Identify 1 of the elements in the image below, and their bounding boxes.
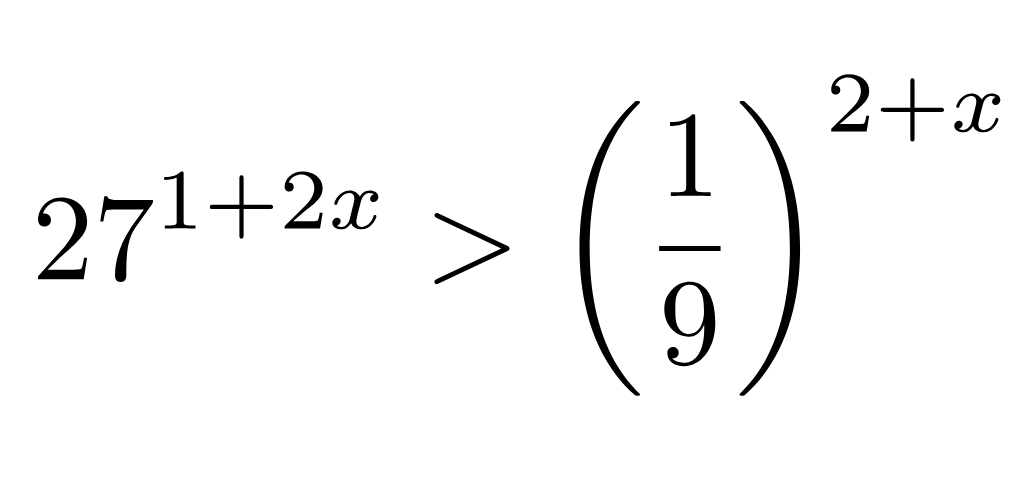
inequality-formula: $27^{1+2x} > \left(\frac{1}{9}\right)^{2+x}$	[38, 74, 1001, 396]
